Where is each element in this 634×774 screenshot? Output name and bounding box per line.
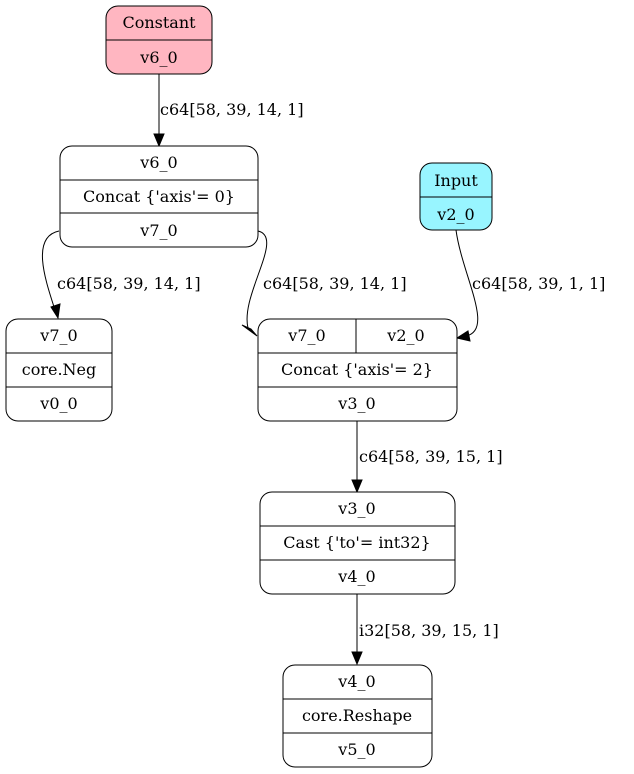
node-output: v7_0 bbox=[139, 221, 177, 240]
edge-concat-axis0-to-concat-axis2: c64[58, 39, 14, 1] bbox=[241, 230, 407, 337]
edge-concat-axis2-to-cast: c64[58, 39, 15, 1] bbox=[351, 421, 503, 494]
node-output: v4_0 bbox=[337, 567, 375, 586]
node-input[interactable]: Input v2_0 bbox=[419, 162, 493, 231]
edge-constant-to-concat-axis0: c64[58, 39, 14, 1] bbox=[153, 74, 304, 148]
node-header: Input bbox=[434, 171, 478, 190]
edge-label: c64[58, 39, 14, 1] bbox=[57, 274, 201, 293]
edge-input-to-concat-axis2: c64[58, 39, 1, 1] bbox=[455, 229, 605, 342]
node-input-port: v3_0 bbox=[337, 499, 375, 518]
edge-label: c64[58, 39, 1, 1] bbox=[472, 274, 605, 293]
node-concat-axis2[interactable]: v7_0 v2_0 Concat {'axis'= 2} v3_0 bbox=[257, 318, 458, 422]
node-op: Concat {'axis'= 2} bbox=[281, 360, 433, 379]
node-input-port-b: v2_0 bbox=[386, 326, 424, 345]
node-output: v6_0 bbox=[139, 48, 177, 67]
node-input-port: v6_0 bbox=[139, 153, 177, 172]
edge-label: c64[58, 39, 14, 1] bbox=[263, 274, 407, 293]
node-op: core.Reshape bbox=[302, 706, 412, 725]
edge-concat-axis0-to-neg: c64[58, 39, 14, 1] bbox=[41, 230, 201, 320]
node-output: v2_0 bbox=[436, 205, 474, 224]
node-input-port-a: v7_0 bbox=[287, 326, 325, 345]
node-op: Cast {'to'= int32} bbox=[283, 533, 430, 552]
node-output: v3_0 bbox=[337, 394, 375, 413]
node-op: core.Neg bbox=[22, 360, 97, 379]
edge-label: i32[58, 39, 15, 1] bbox=[359, 621, 499, 640]
node-neg[interactable]: v7_0 core.Neg v0_0 bbox=[5, 318, 113, 422]
node-op: Concat {'axis'= 0} bbox=[83, 187, 235, 206]
edge-cast-to-reshape: i32[58, 39, 15, 1] bbox=[351, 594, 499, 666]
edge-label: c64[58, 39, 14, 1] bbox=[160, 100, 304, 119]
node-input-port: v4_0 bbox=[337, 672, 375, 691]
node-output: v0_0 bbox=[39, 394, 77, 413]
node-reshape[interactable]: v4_0 core.Reshape v5_0 bbox=[282, 664, 433, 768]
node-output: v5_0 bbox=[337, 740, 375, 759]
node-header: Constant bbox=[122, 13, 196, 32]
node-constant[interactable]: Constant v6_0 bbox=[105, 5, 213, 75]
node-concat-axis0[interactable]: v6_0 Concat {'axis'= 0} v7_0 bbox=[59, 145, 259, 248]
node-input-port: v7_0 bbox=[39, 326, 77, 345]
edge-label: c64[58, 39, 15, 1] bbox=[359, 447, 503, 466]
node-cast[interactable]: v3_0 Cast {'to'= int32} v4_0 bbox=[259, 491, 456, 595]
